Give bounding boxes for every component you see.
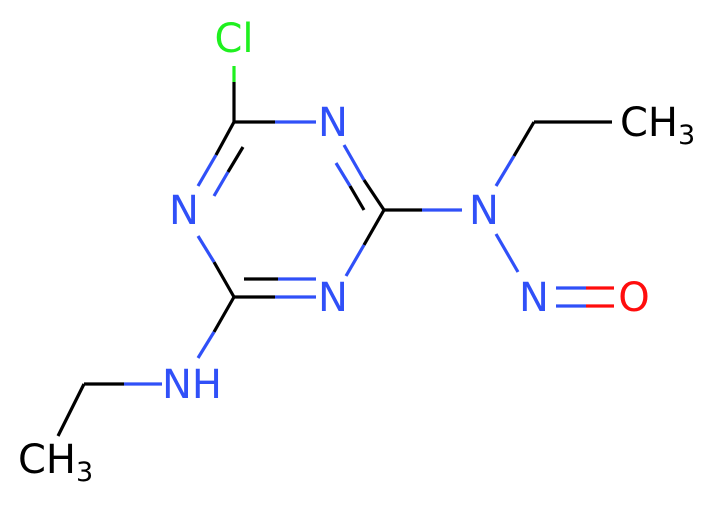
atom-n-ring-top: N xyxy=(318,100,348,146)
bond-namine-ch2 xyxy=(512,121,536,157)
atom-n-nitroso: N xyxy=(519,275,549,321)
bond-cbottom-nh xyxy=(212,296,236,333)
atom-ch3-bottom-left: CH3 xyxy=(18,437,93,488)
bond-ring-nleft-ctop-2 xyxy=(226,146,245,173)
bond-namine-nnitroso xyxy=(494,233,520,273)
bond-ring-cbottom-nleft xyxy=(212,261,236,298)
atom-n-amine-right: N xyxy=(469,188,499,234)
bond-namine-ch2-n xyxy=(494,155,516,187)
bond-ch2-ch3-left xyxy=(56,383,86,437)
bond-ring-ntop-cright-n xyxy=(342,144,366,181)
atom-n-ring-left: N xyxy=(169,188,199,234)
bond-ring-nleft-ctop-n xyxy=(196,154,218,187)
atom-ch3-top-right: CH3 xyxy=(620,100,695,151)
atom-nh-left: NH xyxy=(162,362,222,408)
atom-cl: Cl xyxy=(214,16,253,62)
bond-ring-ntop-cright-2 xyxy=(348,185,366,211)
atom-labels: Cl N N N N N O NH CH3 CH3 xyxy=(18,16,695,488)
atom-o-nitroso: O xyxy=(618,275,649,321)
bond-ring-nleft-ctop-2n xyxy=(212,171,230,197)
bond-ring-ntop-cright xyxy=(362,179,386,211)
bond-ring-cbottom-nleft-n xyxy=(196,235,216,263)
bond-ring-nleft-ctop xyxy=(214,121,236,156)
bond-ring-ntop-cright-2n xyxy=(334,162,352,187)
atom-n-ring-bottom: N xyxy=(318,275,348,321)
bond-ring-cright-nbottom-n xyxy=(344,244,366,277)
bond-cbottom-nh-n xyxy=(196,331,216,359)
bonds xyxy=(56,66,614,437)
bond-ring-cright-nbottom xyxy=(362,209,386,246)
